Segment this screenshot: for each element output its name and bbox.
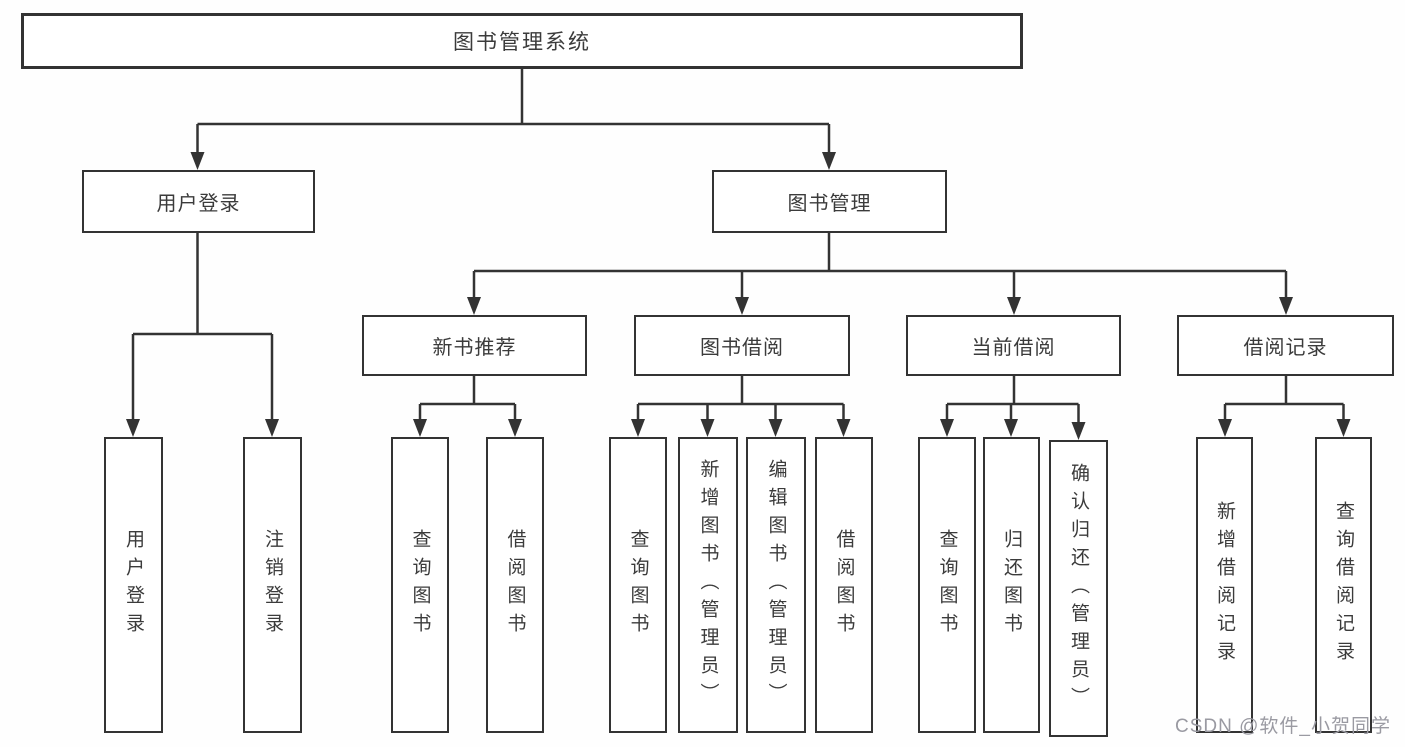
node-new-book-recommend-label: 新书推荐 [432,337,517,359]
node-user-login-label: 用户登录 [156,193,241,215]
node-book-management: 图书管理 [712,170,947,233]
node-book-management-label: 图书管理 [787,193,872,215]
node-leaf-borrow-books-1: 借阅图书 [486,437,544,733]
node-leaf-logout: 注销登录 [243,437,302,733]
node-leaf-query-books-2-label: 查询图书 [627,529,649,641]
node-leaf-borrow-books-2: 借阅图书 [815,437,873,733]
node-book-borrow: 图书借阅 [634,315,850,376]
csdn-watermark: CSDN @软件_小贺同学 [1175,716,1391,737]
node-leaf-query-books-1: 查询图书 [391,437,449,733]
node-leaf-return-books: 归还图书 [983,437,1040,733]
node-root-label: 图书管理系统 [453,31,591,54]
node-leaf-add-borrow-record-label: 新增借阅记录 [1214,501,1235,669]
node-borrow-records: 借阅记录 [1177,315,1394,376]
node-leaf-user-login: 用户登录 [104,437,163,733]
node-leaf-add-books-admin-label: 新增图书（管理员） [697,459,719,711]
node-leaf-edit-books-admin: 编辑图书（管理员） [746,437,806,733]
node-user-login: 用户登录 [82,170,315,233]
node-leaf-add-books-admin: 新增图书（管理员） [678,437,738,733]
connector-strokes [131,69,1345,424]
node-leaf-add-borrow-record: 新增借阅记录 [1196,437,1253,733]
node-leaf-return-books-label: 归还图书 [1001,529,1022,641]
node-leaf-confirm-return-admin: 确认归还（管理员） [1049,440,1108,737]
node-current-borrow: 当前借阅 [906,315,1121,376]
node-leaf-query-books-1-label: 查询图书 [409,529,431,641]
node-leaf-query-books-3-label: 查询图书 [936,529,958,641]
node-book-borrow-label: 图书借阅 [700,337,784,359]
node-leaf-edit-books-admin-label: 编辑图书（管理员） [765,459,787,711]
node-new-book-recommend: 新书推荐 [362,315,587,376]
node-borrow-records-label: 借阅记录 [1243,337,1328,359]
node-leaf-query-borrow-record: 查询借阅记录 [1315,437,1372,733]
node-current-borrow-label: 当前借阅 [971,337,1056,359]
node-leaf-query-borrow-record-label: 查询借阅记录 [1333,501,1354,669]
node-leaf-confirm-return-admin-label: 确认归还（管理员） [1068,462,1089,715]
node-root: 图书管理系统 [21,13,1023,69]
node-leaf-borrow-books-2-label: 借阅图书 [833,529,855,641]
node-leaf-query-books-3: 查询图书 [918,437,976,733]
node-leaf-query-books-2: 查询图书 [609,437,667,733]
node-leaf-logout-label: 注销登录 [262,529,283,641]
node-leaf-borrow-books-1-label: 借阅图书 [504,529,526,641]
arrow-down-icons [126,152,1351,440]
node-leaf-user-login-label: 用户登录 [123,529,144,641]
